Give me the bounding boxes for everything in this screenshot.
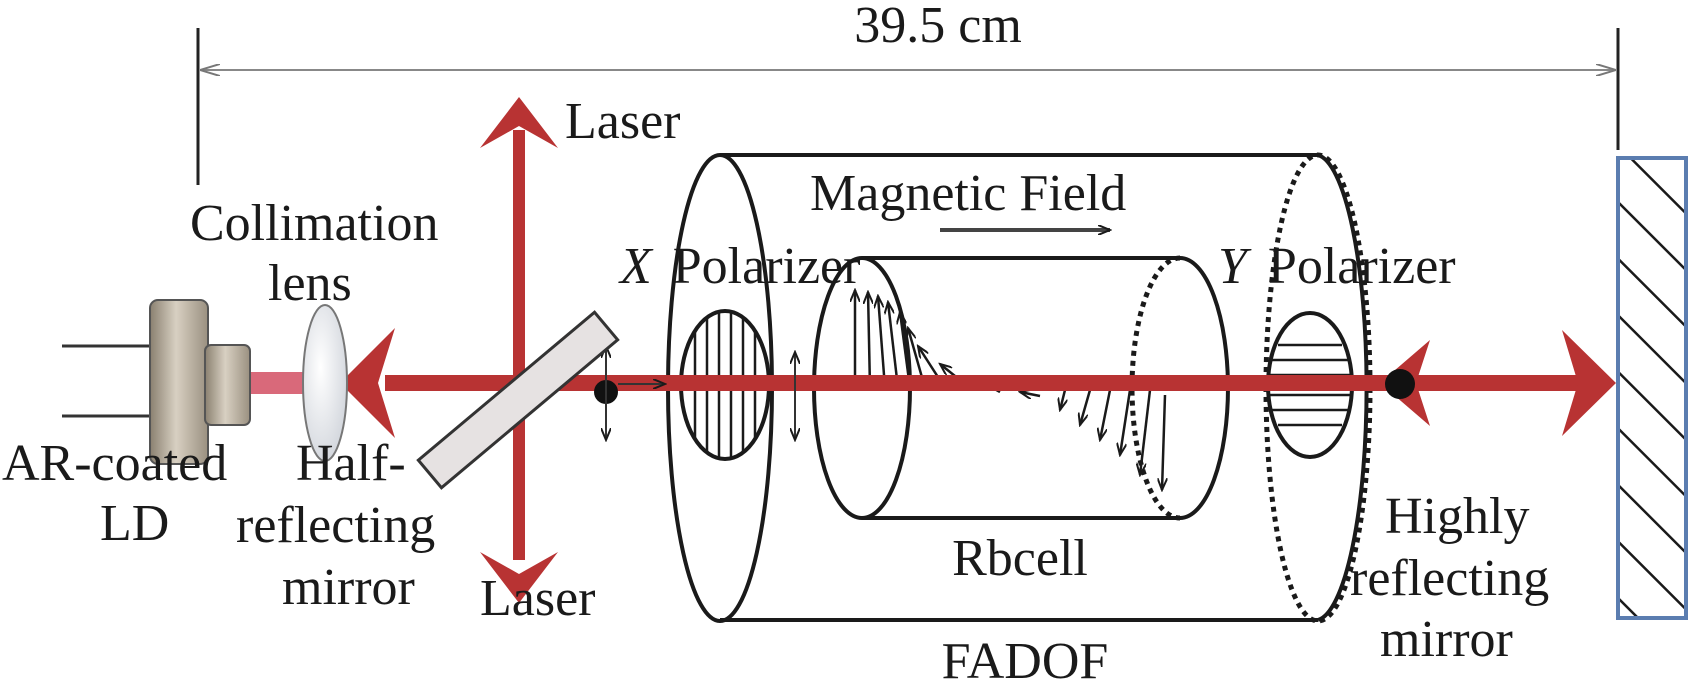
magnetic-field-label: Magnetic Field [810,165,1126,222]
highly-reflecting-label-line3: mirror [1380,611,1513,668]
laser-top-label: Laser [565,93,680,150]
y-axis-symbol: Y [1218,238,1252,295]
collimation-label-line2: lens [268,255,352,312]
rbcell-label: Rbcell [952,530,1088,587]
half-reflecting-label-line1: Half- [296,435,406,492]
horizontal-laser-beam [250,328,1616,438]
vertical-laser-beam [480,97,558,603]
ar-coated-label-line1: AR-coated [2,435,227,492]
highly-reflecting-label-line2: reflecting [1350,550,1549,607]
x-polarizer-text: Polarizer [673,238,861,295]
x-axis-symbol: X [618,238,654,295]
laser-bottom-label: Laser [480,570,595,627]
collimation-label-line1: Collimation [190,195,438,252]
half-reflecting-label-line2: reflecting [236,497,435,554]
fadof-label: FADOF [942,633,1109,690]
collimation-lens [302,304,348,462]
ar-coated-label-line2: LD [100,495,169,552]
y-polarizer-label: Y Polarizer [1218,238,1456,295]
highly-reflecting-label-line1: Highly [1385,488,1529,545]
half-reflecting-label-line3: mirror [282,559,415,616]
x-polarizer-label: X Polarizer [618,238,860,295]
laser-diode [62,299,251,465]
y-polarizer-text: Polarizer [1268,238,1456,295]
half-reflecting-mirror [416,310,620,490]
polarization-markers [594,346,1415,440]
highly-reflecting-mirror [1616,156,1688,620]
distance-label: 39.5 cm [854,0,1022,54]
dimension-indicator [196,28,1620,185]
